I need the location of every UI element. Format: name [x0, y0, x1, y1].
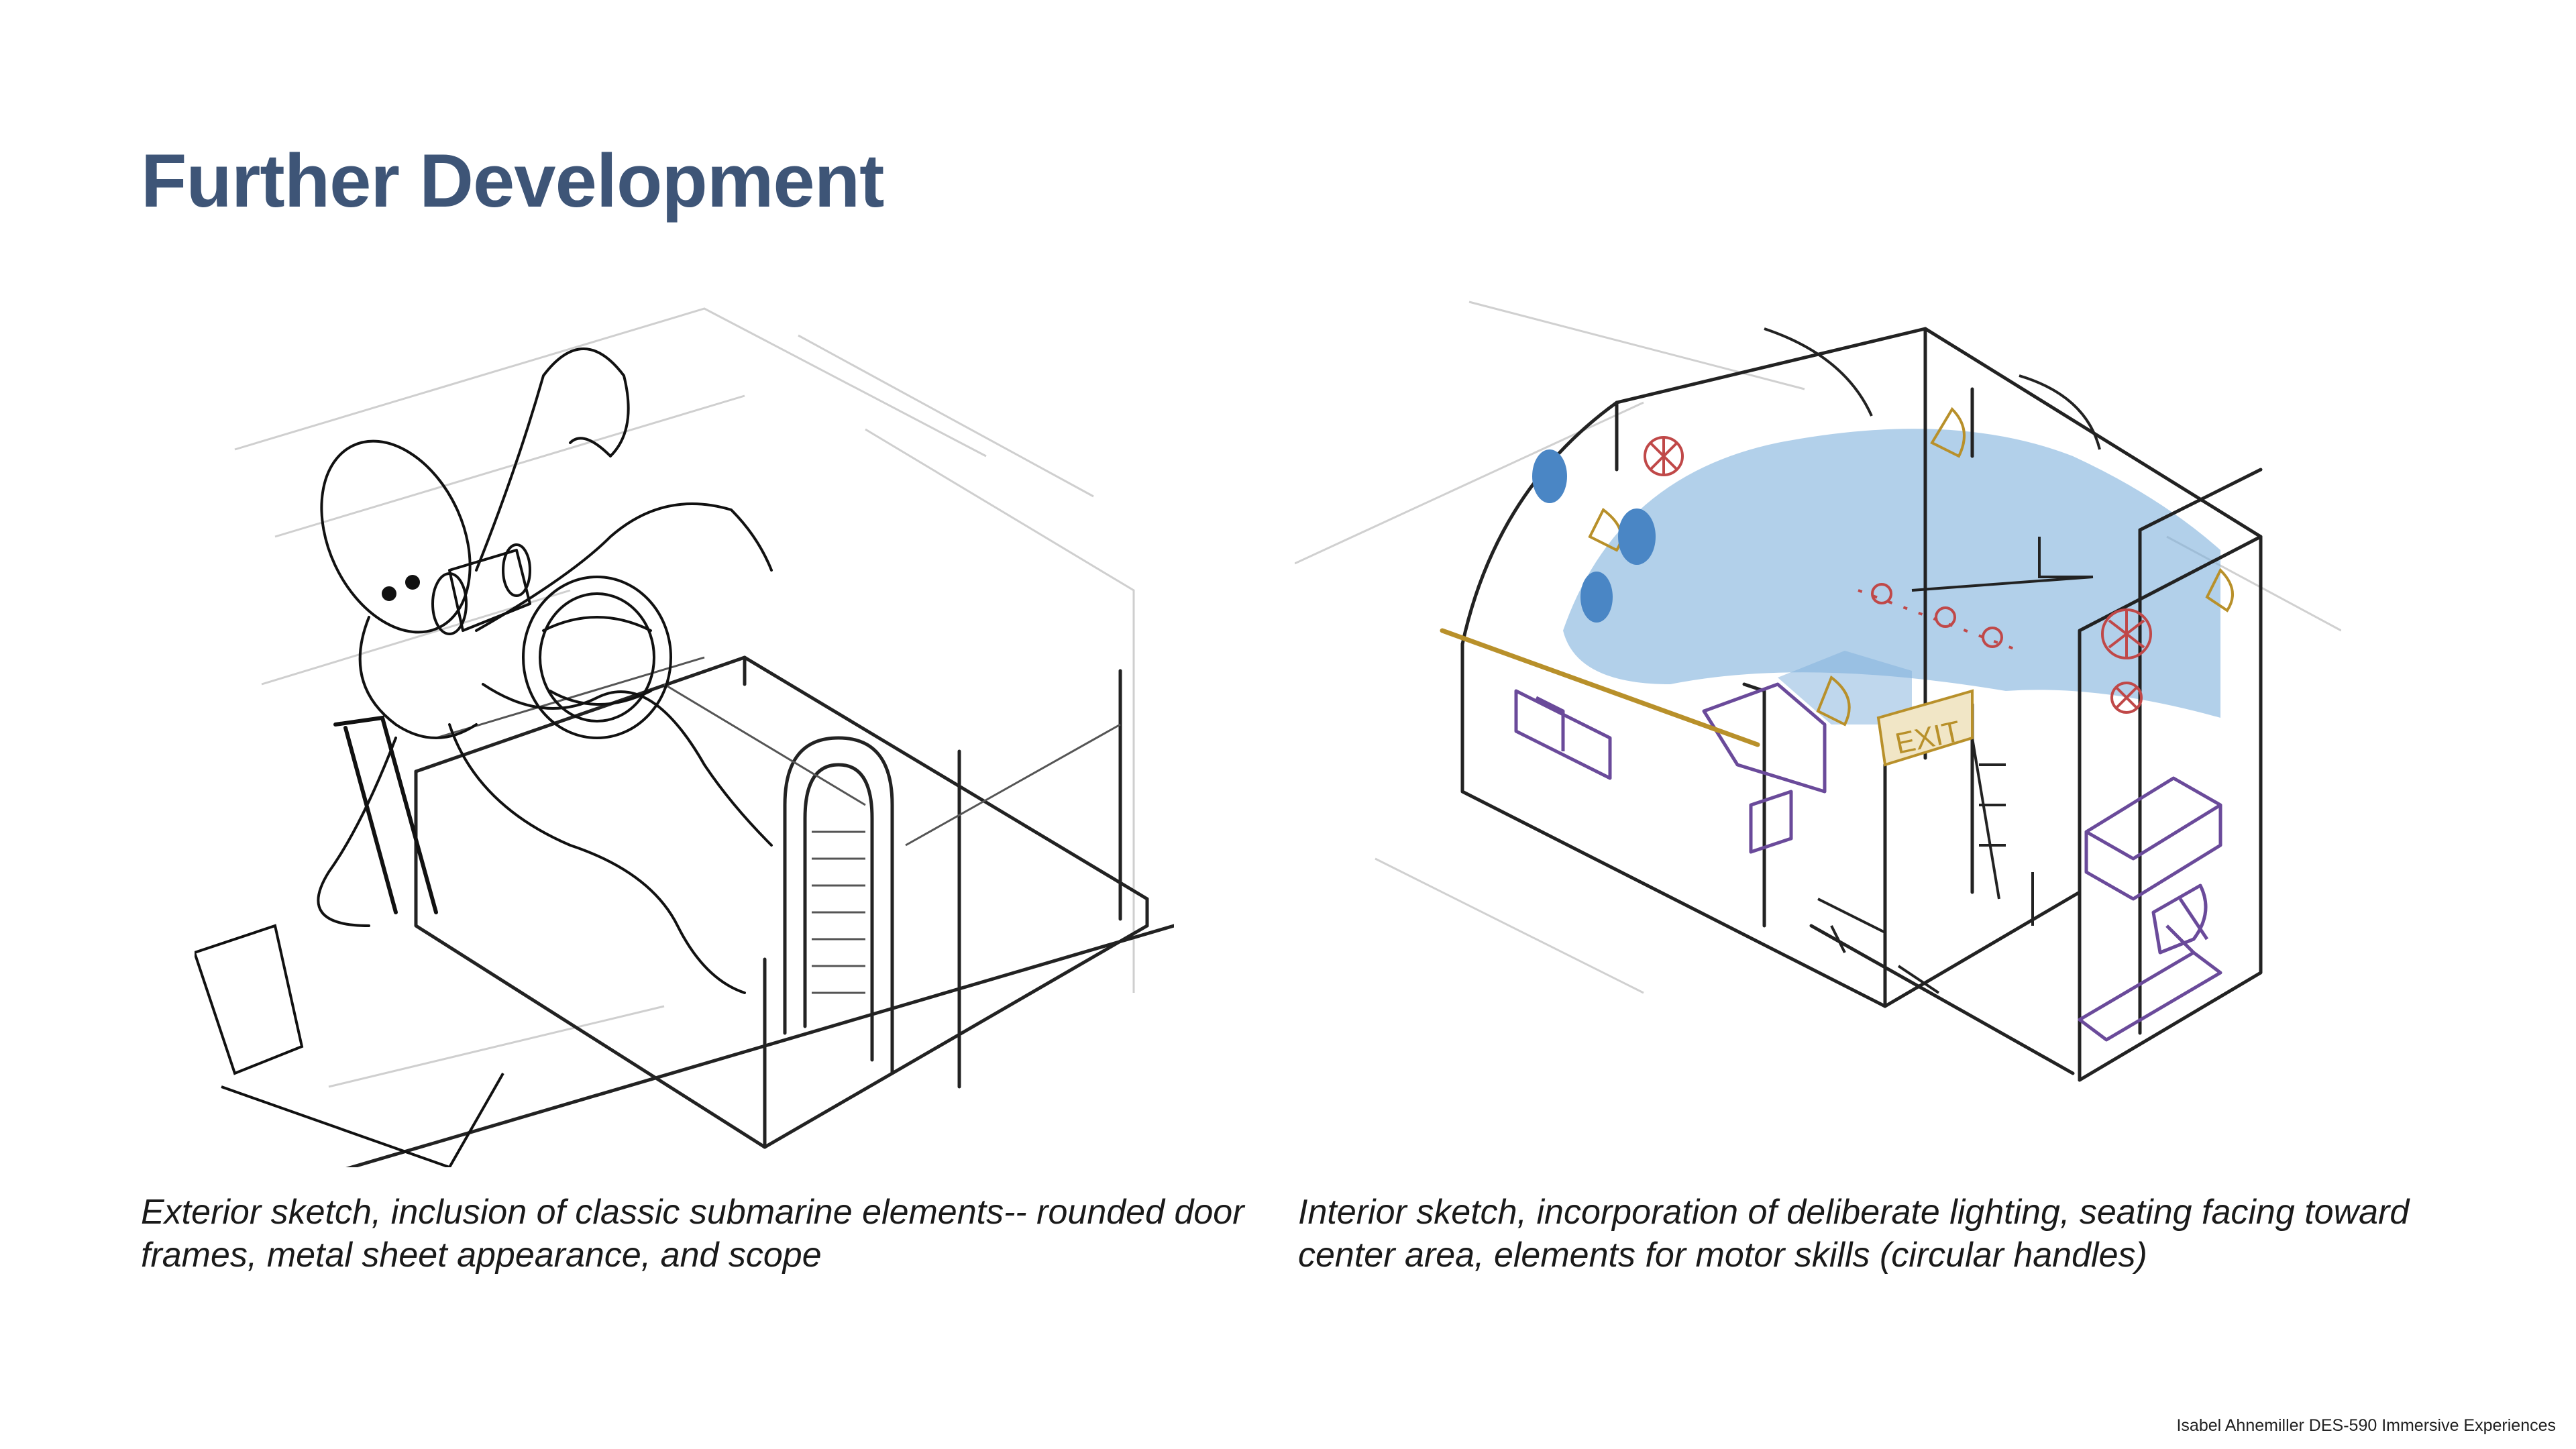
footer-credit: Isabel Ahnemiller DES-590 Immersive Expe… [2176, 1416, 2556, 1435]
bench-center [1702, 682, 1827, 794]
porthole-2 [1618, 508, 1656, 565]
interior-sketch: EXIT [1295, 255, 2341, 1167]
bench-right-bottom [2078, 951, 2222, 1042]
slide-title: Further Development [141, 139, 884, 223]
porthole-1 [1532, 449, 1567, 503]
bench-right-top [2084, 776, 2222, 861]
lamp-3 [2205, 568, 2234, 612]
lamp-4 [1816, 675, 1851, 727]
lamp-2 [1930, 407, 1966, 458]
water-tank [1563, 429, 2220, 718]
interior-caption: Interior sketch, incorporation of delibe… [1298, 1193, 2410, 1275]
exterior-caption: Exterior sketch, inclusion of classic su… [141, 1193, 1244, 1275]
porthole-3 [1580, 572, 1613, 623]
exterior-sketch [195, 255, 1174, 1167]
rail [1440, 628, 1760, 747]
bench-left [1514, 689, 1612, 780]
handle-wheel-3 [2110, 682, 2143, 714]
